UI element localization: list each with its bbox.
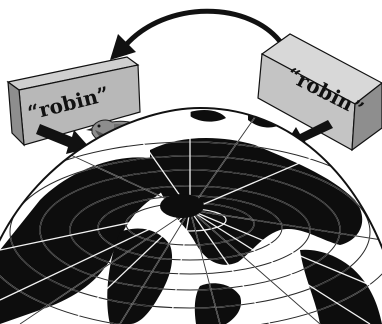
curved-arrow xyxy=(110,11,282,60)
